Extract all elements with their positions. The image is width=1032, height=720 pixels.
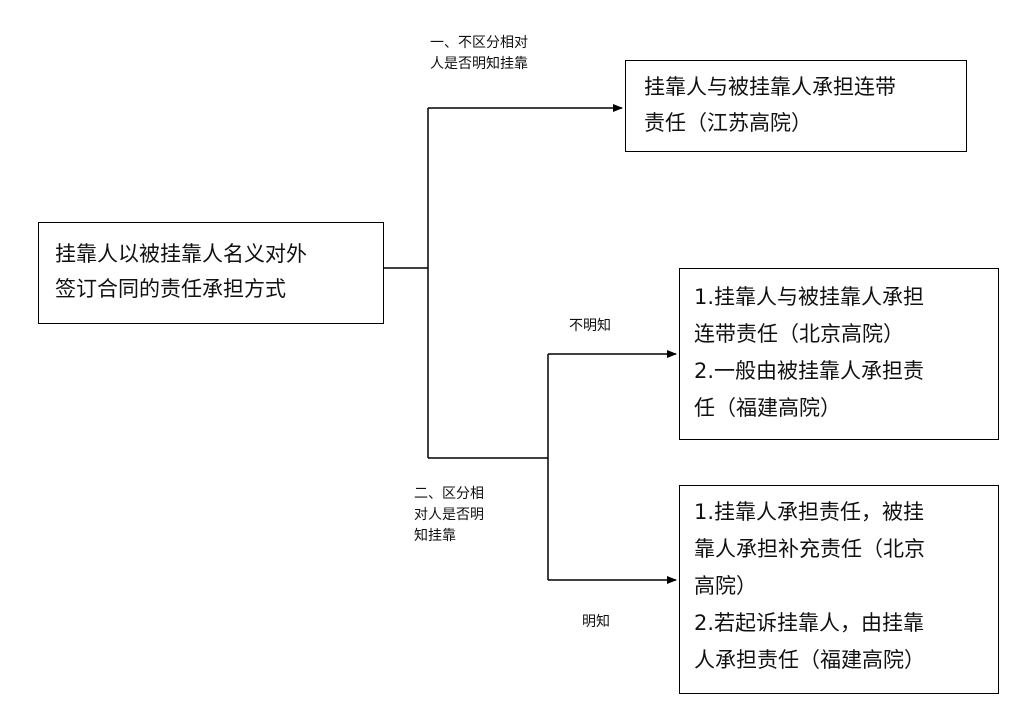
branch-two-label-line: 知挂靠 <box>414 528 456 544</box>
mid-box-line: 任（福建高院） <box>694 396 841 420</box>
branch-one-label-line: 一、不区分相对 <box>430 35 528 51</box>
branch-two-label-line: 对人是否明 <box>414 507 484 523</box>
bottom-box-line: 靠人承担补充责任（北京 <box>694 537 925 561</box>
top-result-box: 挂靠人与被挂靠人承担连带 责任（江苏高院） <box>625 60 967 152</box>
branch-one-label: 一、不区分相对 人是否明知挂靠 <box>430 33 528 75</box>
bottom-box-line: 高院） <box>694 574 757 598</box>
mid-box-line: 连带责任（北京高院） <box>694 322 904 346</box>
bottom-box-line: 人承担责任（福建高院） <box>694 648 925 672</box>
bottom-box-line: 2.若起诉挂靠人，由挂靠 <box>694 611 925 635</box>
know-label: 明知 <box>582 614 610 630</box>
know-result-box: 1.挂靠人承担责任，被挂 靠人承担补充责任（北京 高院） 2.若起诉挂靠人，由挂… <box>679 485 999 694</box>
top-box-line: 责任（江苏高院） <box>644 111 812 135</box>
branch-two-label-line: 二、区分相 <box>414 486 484 502</box>
branch-one-label-line: 人是否明知挂靠 <box>430 56 528 72</box>
root-box: 挂靠人以被挂靠人名义对外 签订合同的责任承担方式 <box>38 222 384 324</box>
mid-box-line: 1.挂靠人与被挂靠人承担 <box>694 285 925 309</box>
bottom-box-line: 1.挂靠人承担责任，被挂 <box>694 500 925 524</box>
top-box-line: 挂靠人与被挂靠人承担连带 <box>644 75 896 99</box>
not-know-result-box: 1.挂靠人与被挂靠人承担 连带责任（北京高院） 2.一般由被挂靠人承担责 任（福… <box>679 268 999 440</box>
root-box-line: 挂靠人以被挂靠人名义对外 <box>55 242 307 266</box>
branch-two-label: 二、区分相 对人是否明 知挂靠 <box>414 484 484 547</box>
not-know-label: 不明知 <box>569 318 611 334</box>
root-box-line: 签订合同的责任承担方式 <box>55 277 286 301</box>
mid-box-line: 2.一般由被挂靠人承担责 <box>694 359 925 383</box>
